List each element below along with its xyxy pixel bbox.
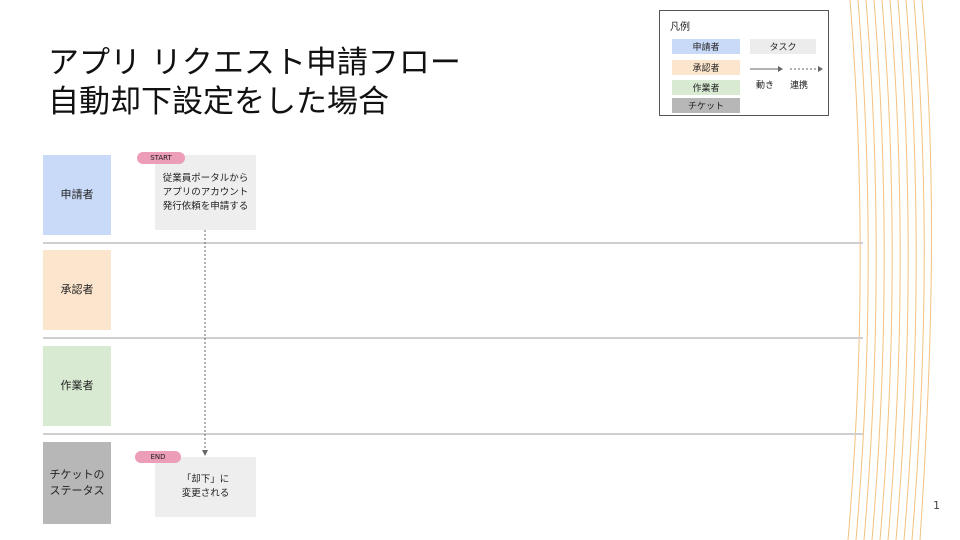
lane-ticket-status: チケットの ステータス (43, 442, 111, 524)
lane-worker: 作業者 (43, 346, 111, 426)
legend-motion-label: 動き (756, 81, 775, 91)
lane-approver: 承認者 (43, 250, 111, 330)
start-badge: START (137, 152, 185, 164)
title-line-2: 自動却下設定をした場合 (48, 84, 389, 120)
page-number: 1 (933, 499, 940, 512)
end-badge: END (135, 451, 181, 463)
legend-ticket: チケット (672, 98, 740, 113)
task-submit-request: 従業員ポータルから アプリのアカウント 発行依頼を申請する (155, 155, 256, 230)
legend-approver: 承認者 (672, 60, 740, 75)
legend-link-label: 連携 (790, 81, 809, 91)
task-status-rejected: 「却下」に 変更される (155, 457, 256, 517)
lane-divider (43, 337, 863, 339)
legend-worker: 作業者 (672, 80, 740, 95)
lane-applicant: 申請者 (43, 155, 111, 235)
lane-divider (43, 433, 863, 435)
legend-applicant: 申請者 (672, 39, 740, 54)
legend-title: 凡例 (670, 22, 690, 33)
legend-box: 凡例 申請者 承認者 作業者 チケット タスク 動き 連携 (659, 10, 829, 116)
legend-arrows (750, 66, 823, 72)
page-title: アプリ リクエスト申請フロー 自動却下設定をした場合 (48, 44, 461, 122)
legend-task: タスク (750, 39, 816, 54)
lane-divider (43, 242, 863, 244)
title-line-1: アプリ リクエスト申請フロー (48, 45, 461, 81)
